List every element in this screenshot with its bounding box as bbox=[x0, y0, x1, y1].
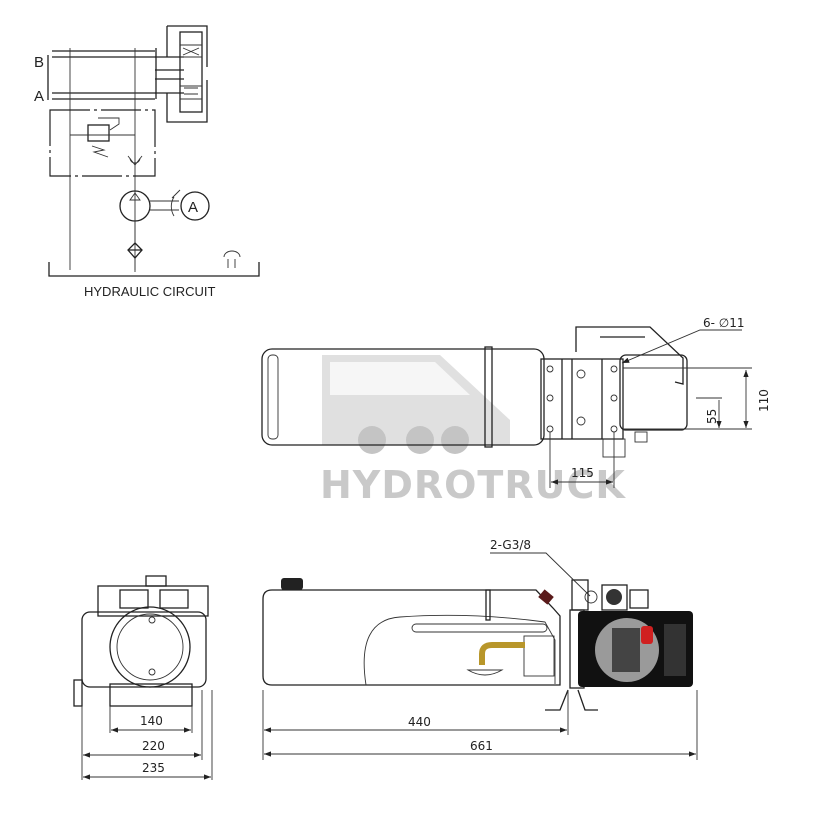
mounting-holes bbox=[546, 365, 618, 433]
watermark-logo: HYDROTRUCK bbox=[320, 355, 626, 507]
directional-valve bbox=[179, 31, 203, 113]
side-view: 2-G3/8 440 661 bbox=[262, 538, 698, 760]
filter-symbol bbox=[127, 242, 143, 259]
filler-cap bbox=[281, 578, 303, 590]
relief-valve bbox=[70, 117, 135, 158]
suction-pipe bbox=[479, 642, 525, 665]
hydraulic-circuit: B A A H bbox=[34, 25, 260, 299]
dim-440: 440 bbox=[408, 715, 431, 729]
port-b-label: B bbox=[34, 54, 44, 71]
port-a-label: A bbox=[34, 88, 44, 105]
holes-callout: 6- ∅11 bbox=[703, 316, 745, 330]
pump-symbol bbox=[119, 189, 181, 222]
dim-115: 115 bbox=[571, 466, 594, 480]
dim-55: 55 bbox=[705, 409, 719, 424]
ports-callout: 2-G3/8 bbox=[490, 538, 531, 552]
top-view: 6- ∅11 110 55 115 bbox=[261, 316, 771, 488]
red-part bbox=[641, 626, 653, 644]
dim-140: 140 bbox=[140, 714, 163, 728]
dim-220: 220 bbox=[142, 739, 165, 753]
dim-235: 235 bbox=[142, 761, 165, 775]
watermark-text: HYDROTRUCK bbox=[320, 463, 626, 507]
circuit-title: HYDRAULIC CIRCUIT bbox=[84, 284, 216, 299]
motor-symbol: A bbox=[180, 191, 210, 221]
dim-110: 110 bbox=[757, 389, 771, 412]
dim-661: 661 bbox=[470, 739, 493, 753]
front-view: 140 220 235 bbox=[73, 575, 213, 780]
motor-label: A bbox=[188, 199, 198, 216]
